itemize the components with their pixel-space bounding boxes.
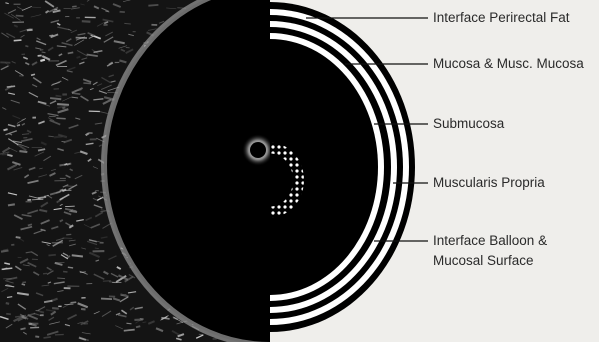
speckle-mark [57, 104, 69, 105]
speckle-mark [22, 284, 25, 285]
label-submucosa: Submucosa [433, 116, 505, 131]
speckle-mark [48, 136, 53, 137]
speckle-mark [48, 255, 55, 256]
speckle-mark [72, 6, 76, 7]
speckle-mark [1, 250, 8, 251]
speckle-mark [68, 52, 73, 53]
speckle-mark [8, 204, 15, 205]
speckle-mark [68, 267, 73, 268]
speckle-mark [126, 323, 131, 324]
speckle-mark [40, 60, 45, 61]
speckle-mark [148, 5, 158, 6]
speckle-mark [40, 312, 44, 313]
speckle-mark [14, 40, 22, 41]
speckle-mark [77, 57, 81, 58]
speckle-mark [28, 224, 32, 225]
speckle-mark [35, 336, 39, 337]
speckle-mark [101, 299, 112, 300]
speckle-mark [6, 303, 9, 304]
speckle-mark [71, 302, 77, 303]
speckle-mark [140, 319, 144, 320]
speckle-mark [66, 234, 71, 235]
speckle-mark [42, 52, 46, 53]
speckle-mark [49, 35, 53, 36]
speckle-mark [31, 74, 35, 75]
label-muscularis-propria: Muscularis Propria [433, 175, 545, 190]
speckle-mark [20, 328, 25, 329]
speckle-mark [124, 330, 135, 331]
speckle-mark [72, 255, 83, 256]
speckle-mark [56, 118, 65, 119]
speckle-mark [50, 98, 61, 99]
speckle-mark [40, 50, 43, 51]
speckle-mark [25, 46, 28, 47]
label-mucosa-musc-mucosa: Mucosa & Musc. Mucosa [433, 56, 584, 71]
speckle-mark [52, 308, 59, 309]
speckle-mark [7, 86, 15, 87]
label-interface-balloon: Interface Balloon & [433, 233, 547, 248]
speckle-mark [54, 136, 62, 137]
probe-center [250, 142, 266, 158]
speckle-mark [19, 151, 27, 152]
speckle-mark [124, 23, 130, 24]
label-interface-perirectal-fat: Interface Perirectal Fat [433, 10, 570, 25]
speckle-mark [17, 125, 20, 126]
speckle-mark [63, 271, 67, 272]
speckle-mark [57, 278, 65, 279]
speckle-mark [56, 96, 62, 97]
speckle-mark [82, 21, 91, 22]
speckle-mark [136, 326, 140, 327]
speckle-mark [83, 83, 91, 84]
speckle-mark [43, 337, 50, 338]
speckle-mark [72, 93, 80, 94]
speckle-mark [16, 16, 24, 17]
speckle-mark [3, 129, 7, 130]
label-mucosal-surface: Mucosal Surface [433, 253, 534, 268]
